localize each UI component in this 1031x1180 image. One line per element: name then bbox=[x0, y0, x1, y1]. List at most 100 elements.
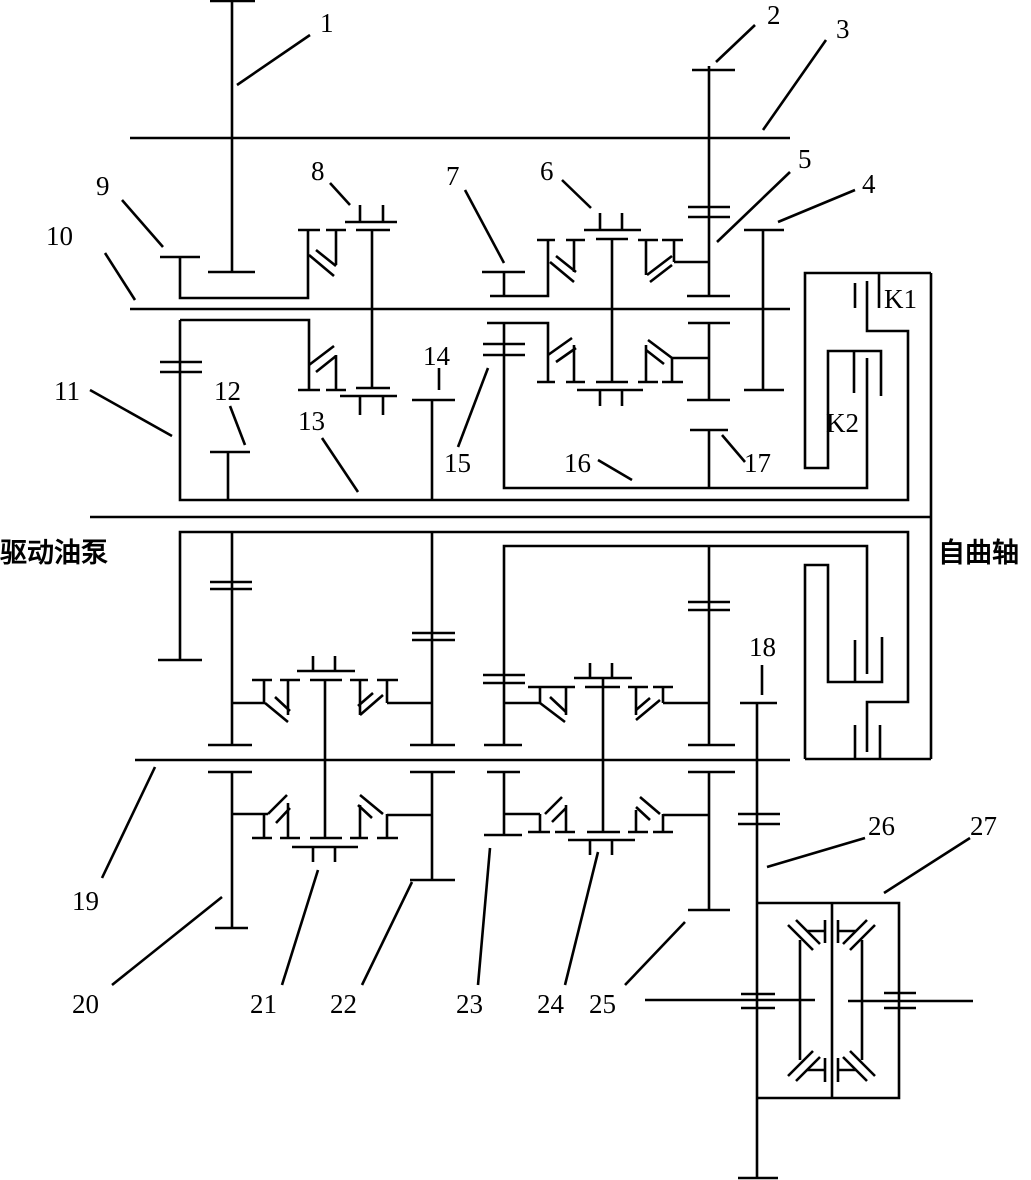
synchronizer-cone bbox=[849, 1050, 876, 1077]
label-21: 21 bbox=[250, 989, 277, 1019]
label-k2: K2 bbox=[826, 408, 859, 438]
leader-23 bbox=[476, 847, 492, 986]
leader-21 bbox=[280, 869, 320, 986]
leader-15 bbox=[456, 367, 490, 448]
synchronizer-cone bbox=[646, 254, 673, 277]
leader-24 bbox=[563, 851, 600, 986]
leader-10 bbox=[103, 252, 137, 301]
leader-16 bbox=[597, 458, 633, 482]
synchronizer-cone bbox=[787, 924, 814, 951]
label-22: 22 bbox=[330, 989, 357, 1019]
leader-4 bbox=[777, 188, 856, 224]
synchronizer-cone bbox=[308, 344, 335, 367]
leader-3 bbox=[761, 39, 828, 131]
synchronizer-cone bbox=[549, 696, 567, 713]
outer-low bbox=[178, 530, 910, 752]
synchronizer-cone bbox=[549, 261, 575, 283]
label-1: 1 bbox=[320, 8, 334, 38]
label-20: 20 bbox=[72, 989, 99, 1019]
leader-27 bbox=[883, 836, 971, 895]
leader-2 bbox=[715, 24, 756, 63]
sleeve-9b bbox=[178, 230, 310, 300]
part-labels: 1 2 3 4 5 6 7 8 9 10 11 12 13 14 15 16 1… bbox=[0, 0, 1019, 1019]
synchronizer-cone bbox=[315, 354, 337, 374]
label-16: 16 bbox=[564, 448, 591, 478]
synchronizer-cone bbox=[555, 254, 577, 274]
synchronizer-cone bbox=[635, 697, 651, 711]
label-11: 11 bbox=[54, 376, 80, 406]
label-7: 7 bbox=[446, 161, 460, 191]
synchronizer-cone bbox=[547, 336, 573, 357]
leader-8 bbox=[329, 182, 351, 206]
leader-19 bbox=[100, 766, 157, 879]
leader-17 bbox=[721, 434, 746, 463]
leader-1 bbox=[236, 33, 311, 87]
label-14: 14 bbox=[423, 341, 451, 371]
label-drive-oil-pump: 驱动油泵 bbox=[0, 538, 108, 569]
leader-26 bbox=[766, 836, 866, 869]
leader-20 bbox=[111, 895, 223, 987]
label-13: 13 bbox=[298, 406, 325, 436]
leader-22 bbox=[360, 881, 414, 986]
synchronizer-cone bbox=[264, 701, 289, 724]
label-5: 5 bbox=[798, 144, 812, 174]
label-23: 23 bbox=[456, 989, 483, 1019]
label-2: 2 bbox=[767, 0, 781, 30]
synchronizer-cone bbox=[544, 796, 563, 815]
clutch-low bbox=[803, 563, 884, 759]
synchronizer-cone bbox=[267, 794, 288, 815]
label-9: 9 bbox=[96, 171, 110, 201]
label-12: 12 bbox=[214, 376, 241, 406]
synchronizer-cone bbox=[359, 694, 384, 716]
synchronizer-cone bbox=[315, 248, 337, 268]
synchronizer-cone bbox=[357, 692, 374, 707]
label-4: 4 bbox=[862, 169, 876, 199]
synchronizer-cone bbox=[639, 796, 661, 815]
leader-12 bbox=[228, 405, 247, 446]
shaft-15 bbox=[502, 323, 869, 490]
synchronizer-cone bbox=[649, 263, 673, 284]
synchronizer-cone bbox=[359, 793, 384, 816]
label-k1: K1 bbox=[884, 284, 917, 314]
label-17: 17 bbox=[744, 448, 771, 478]
label-24: 24 bbox=[537, 989, 565, 1019]
label-10: 10 bbox=[46, 221, 73, 251]
shaft-11 bbox=[180, 318, 311, 390]
label-18: 18 bbox=[749, 632, 776, 662]
label-26: 26 bbox=[868, 811, 895, 841]
label-19: 19 bbox=[72, 886, 99, 916]
inner-low bbox=[502, 544, 869, 745]
leader-25 bbox=[624, 921, 686, 986]
synchronizer-cone bbox=[647, 338, 673, 360]
synchronizer-cone bbox=[635, 699, 661, 721]
label-25: 25 bbox=[589, 989, 616, 1019]
synchronizer-cone bbox=[645, 348, 665, 366]
gear-line bbox=[490, 240, 550, 298]
label-6: 6 bbox=[540, 156, 554, 186]
leader-11 bbox=[89, 388, 173, 438]
label-15: 15 bbox=[444, 448, 471, 478]
leader-5 bbox=[716, 171, 791, 243]
synchronizer-cone bbox=[551, 807, 567, 823]
leader-6 bbox=[561, 179, 592, 209]
synchronizer-cone bbox=[539, 701, 566, 724]
label-8: 8 bbox=[311, 156, 325, 186]
synchronizer-cone bbox=[555, 346, 577, 364]
synchronizer-cone bbox=[787, 1050, 814, 1077]
clutch bbox=[803, 271, 931, 470]
label-from-crankshaft: 自曲轴 bbox=[938, 537, 1019, 569]
leader-7 bbox=[463, 189, 506, 264]
synchronizer-cone bbox=[308, 254, 335, 277]
label-27: 27 bbox=[970, 811, 997, 841]
leader-13 bbox=[320, 437, 360, 493]
synchronizer-cone bbox=[849, 924, 876, 951]
synchronizer-cone bbox=[635, 806, 651, 821]
schematic-lines bbox=[90, 0, 973, 1180]
leader-lines bbox=[89, 24, 971, 987]
gear-line bbox=[487, 321, 550, 382]
shaft-11b bbox=[178, 281, 910, 502]
leader-9 bbox=[121, 199, 164, 248]
label-3: 3 bbox=[836, 14, 850, 44]
